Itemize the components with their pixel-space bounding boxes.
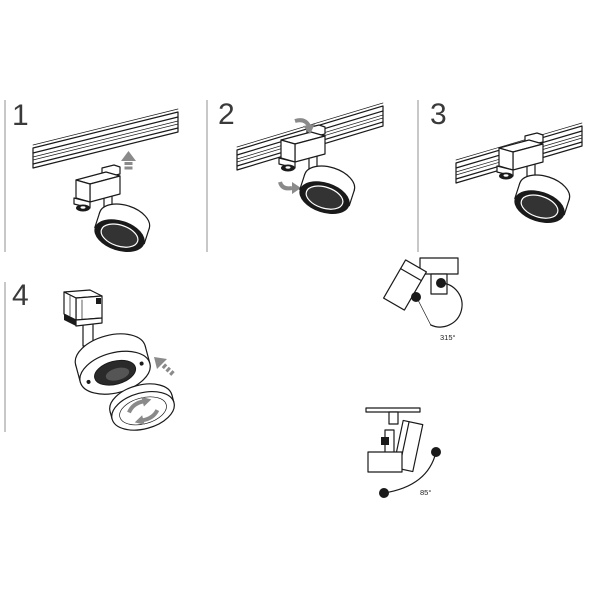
ring-screw [86,379,91,384]
arrow-shaft [127,399,145,414]
rail-top-edge [32,108,179,146]
lamp-head-side-view [383,259,427,311]
tilt-start-dot [379,488,389,498]
adapter-contact [96,298,101,304]
step-number: 1 [12,99,29,132]
step-3-panel: 3 [417,98,583,252]
track-adapter [73,164,121,213]
tilt-knob [381,437,389,445]
track-adapter [496,132,544,181]
spot-head [299,165,356,214]
lens-front-face [111,391,175,431]
arrow-head [134,415,145,425]
insert-lens-arrow-icon [154,357,175,376]
spot-head [94,203,151,252]
rotation-angle-label: 315° [440,333,456,342]
arrow-head [154,357,167,369]
step-number: 3 [430,98,447,131]
arrow-shaft [294,118,311,128]
arrow-head [303,124,315,134]
ring-opening-inner [105,367,130,381]
tilt-arc [383,451,437,494]
spot-lens-ring [520,194,559,219]
adapter-knob-center [285,166,291,169]
spot-lens-ring [305,185,344,210]
rail-body [32,111,179,169]
spot-head [514,174,571,223]
arrow-head [121,151,136,161]
rail-groove [32,123,179,161]
ring-screw [139,361,144,366]
lens-inner-ring [119,396,167,426]
spot-side [514,182,521,200]
arrow-shaft [142,409,160,423]
tilt-end-dot [431,447,441,457]
adapter-bottom-plate [75,317,103,327]
rail-groove [32,120,179,158]
spot-side [143,227,150,245]
tilt-angle-label: 85° [420,488,431,497]
track-adapter [63,289,103,347]
rail-line [32,116,179,154]
turn-knob-arrow-icon [278,181,301,194]
adapter-bottom-band [64,314,76,326]
rotation-start-dot [436,278,446,288]
lamp-head-lens-line [400,268,422,282]
rotate-clip-arrow-icon [294,118,315,134]
step-4-panel: 4 [4,279,175,432]
adapter-box [367,451,403,473]
arrow-stripe [124,166,133,170]
lamp-head-body [383,259,427,311]
step-1-panel: 1 [4,99,179,252]
mount-stub [388,411,399,425]
spot-side [94,211,101,229]
arrow-stripe [124,162,133,165]
tilt-diagram: 85° [365,407,441,498]
spot-lens-ring [100,223,139,248]
track-adapter [278,124,326,173]
arrow-head [141,396,152,407]
rotation-diagram: 315° [383,257,463,342]
arrow-shaft [278,181,293,191]
spot-side [299,173,306,191]
rail-line [32,127,179,165]
step-number: 2 [218,98,235,131]
rotation-pointer [416,297,432,326]
spot-side [563,198,570,216]
step-number: 4 [12,279,29,312]
lens-disk [109,383,175,431]
rail-top-edge [455,122,583,161]
arrow-head [292,182,301,194]
arrow-shaft [160,362,175,376]
rotation-arc [430,282,463,328]
spot-side [348,189,355,207]
push-up-arrow-icon [121,151,136,170]
track-rail [32,108,179,169]
adapter-knob-center [80,206,86,209]
rotation-end-dot [411,292,421,302]
adapter-knob-center [503,174,509,177]
ring-head [74,333,151,395]
step-2-panel: 2 [206,98,384,252]
twist-arrows-icon [127,396,160,425]
